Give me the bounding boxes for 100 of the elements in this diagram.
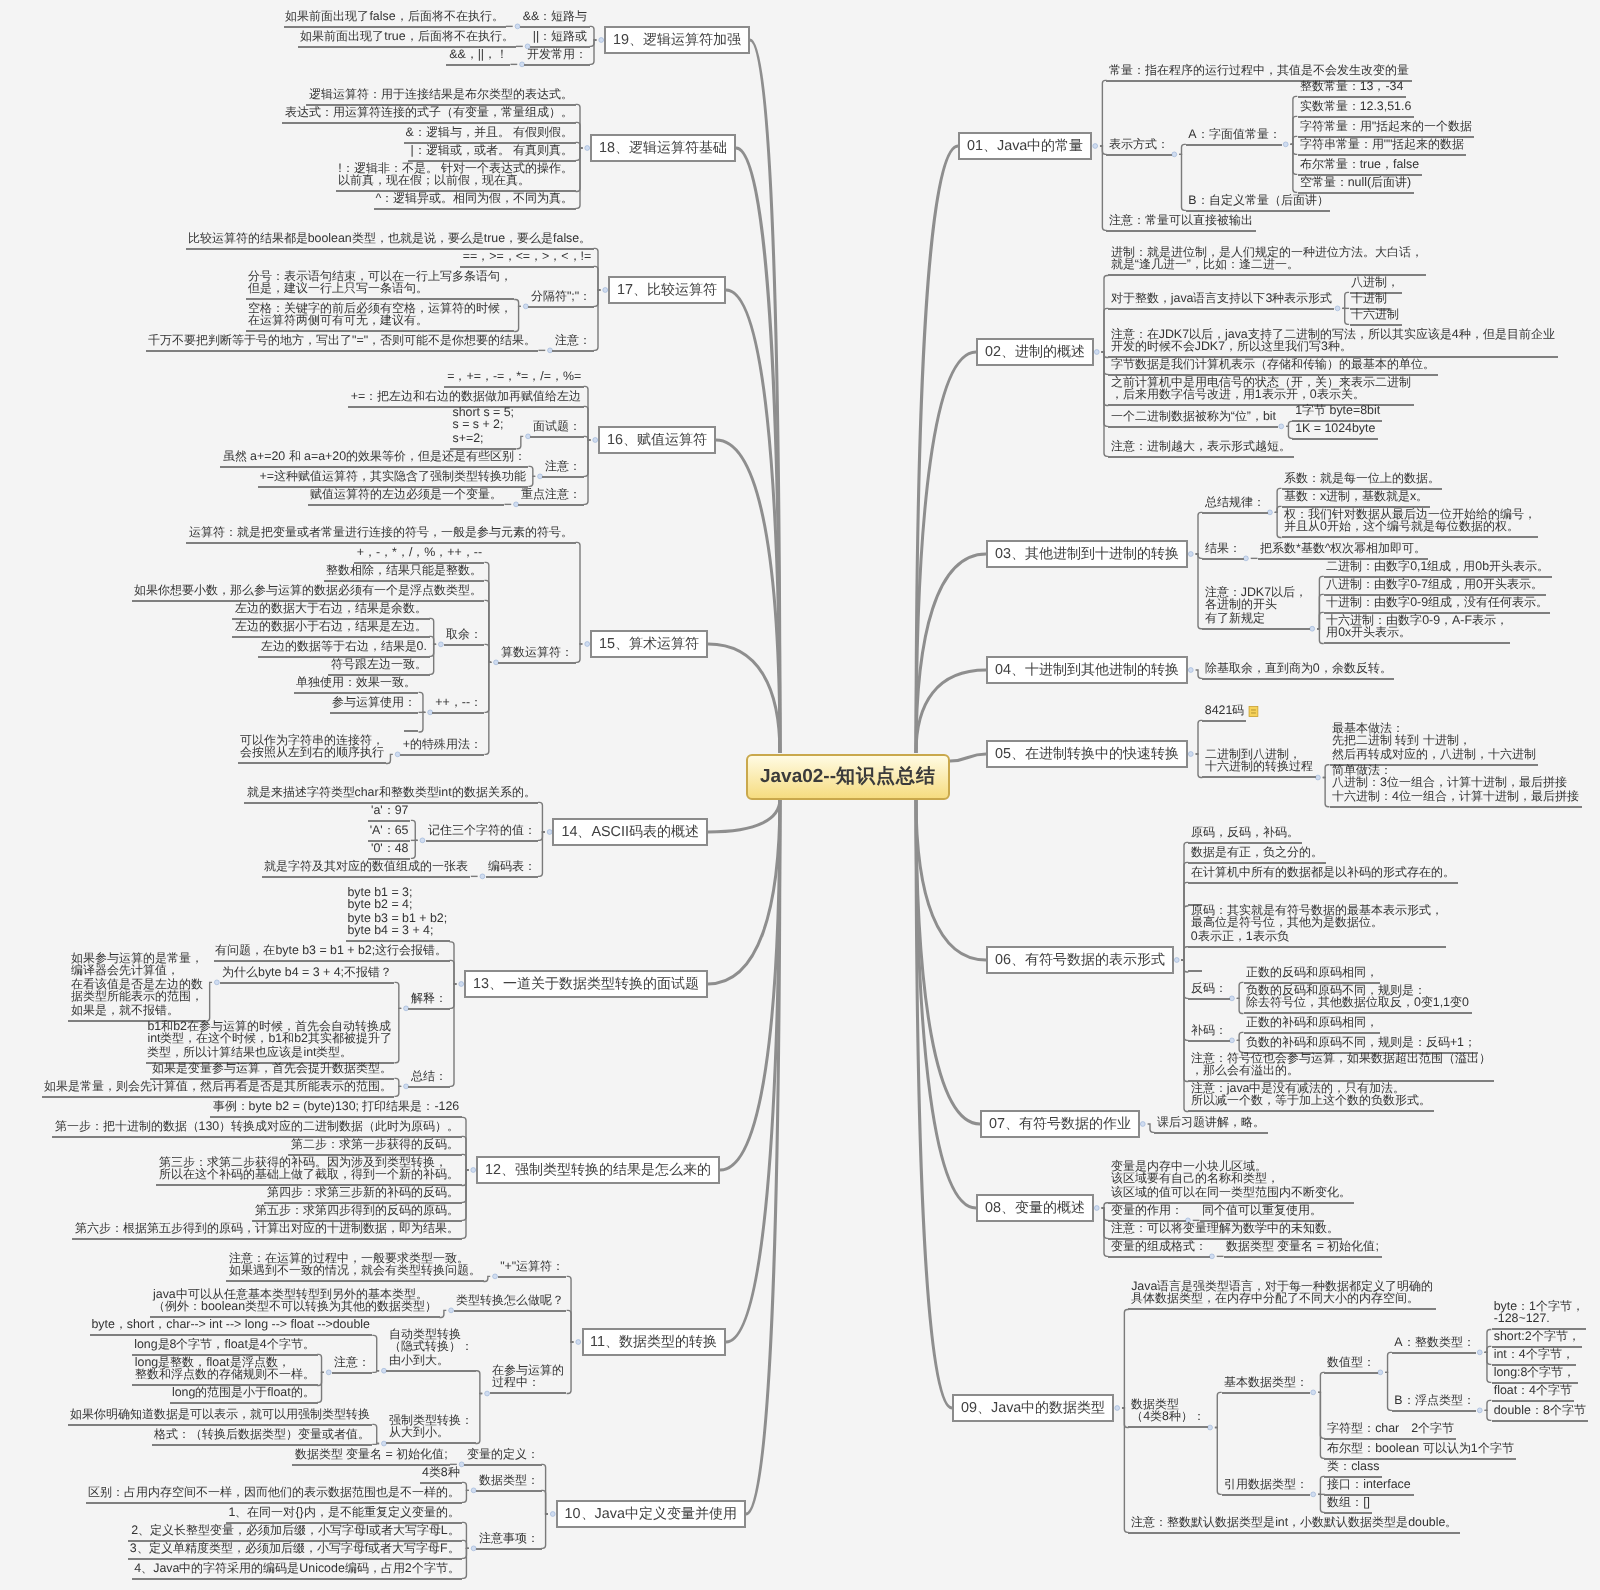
connector-line — [527, 475, 536, 488]
connector-line — [513, 305, 522, 333]
connector-line — [1317, 1371, 1326, 1394]
connector-line — [1178, 143, 1187, 156]
connector-line — [393, 1007, 402, 1064]
connector-line — [393, 981, 402, 1010]
connector-line — [1100, 351, 1110, 359]
connector-line — [1384, 1351, 1393, 1374]
branch-curve — [949, 752, 987, 763]
connector-line — [428, 635, 437, 646]
connector-line — [588, 39, 598, 66]
connector-line — [1100, 1202, 1110, 1209]
central-topic: Java02--知识点总结 — [745, 753, 950, 799]
connector-line — [1341, 307, 1350, 326]
connector-line — [1289, 135, 1298, 146]
connector-line — [582, 405, 592, 441]
connector-line — [371, 1423, 380, 1445]
branch-curve — [707, 798, 782, 834]
connector-line — [1178, 153, 1187, 212]
branch-curve — [748, 39, 782, 753]
connector-line — [540, 1489, 549, 1515]
connector-line — [460, 1169, 470, 1240]
connector-line — [588, 39, 598, 48]
connector-line — [1341, 307, 1350, 310]
connector-line — [316, 1371, 325, 1404]
connector-line — [448, 983, 458, 1088]
connector-line — [1121, 1308, 1130, 1409]
connector-line — [1285, 420, 1294, 428]
connector-line — [1214, 1426, 1223, 1496]
connector-line — [537, 349, 546, 352]
connector-line — [1099, 145, 1108, 232]
connector-line — [483, 643, 492, 664]
connector-line — [540, 1513, 549, 1550]
connector-line — [1289, 143, 1298, 194]
connector-line — [574, 541, 584, 645]
connector-line — [1483, 1351, 1493, 1384]
connector-line — [371, 1442, 380, 1446]
connector-line — [1100, 307, 1110, 353]
connector-line — [1099, 79, 1108, 147]
connector-line — [537, 831, 546, 878]
connector-line — [565, 1309, 575, 1343]
connector-line — [515, 435, 524, 450]
connector-line — [565, 1341, 575, 1395]
connector-line — [1250, 557, 1259, 560]
connector-line — [1194, 553, 1204, 630]
connector-line — [574, 643, 584, 664]
connector-line — [1316, 611, 1325, 630]
connector-line — [1100, 1207, 1110, 1258]
branch-curve — [914, 144, 959, 753]
connector-line — [474, 1392, 483, 1445]
connector-line — [417, 691, 427, 714]
connector-line — [461, 1539, 470, 1550]
connector-line — [1274, 505, 1283, 514]
connector-line — [537, 801, 546, 833]
connector-line — [448, 959, 458, 985]
connector-line — [1322, 776, 1331, 808]
connector-line — [449, 1463, 458, 1466]
connector-line — [505, 25, 514, 28]
connector-line — [460, 1153, 470, 1171]
connector-line — [474, 1370, 483, 1395]
connector-line — [461, 1481, 470, 1492]
connector-line — [482, 1275, 491, 1283]
connector-line — [1216, 1255, 1225, 1258]
connector-line — [1180, 946, 1190, 961]
connector-line — [1274, 511, 1283, 539]
connector-line — [1180, 959, 1190, 1113]
connector-line — [1194, 753, 1204, 779]
connector-line — [1322, 764, 1331, 779]
connector-line — [1316, 628, 1325, 645]
connector-line — [588, 25, 598, 41]
connector-line — [461, 1489, 470, 1504]
branch-curve — [914, 668, 987, 754]
connector-line — [470, 875, 479, 878]
connector-line — [410, 839, 419, 860]
connector-line — [1483, 1409, 1493, 1422]
connector-line — [1317, 1475, 1326, 1496]
connector-line — [417, 711, 427, 733]
connector-line — [410, 819, 419, 842]
connector-line — [316, 1353, 325, 1374]
connector-line — [574, 147, 584, 210]
connector-line — [1100, 351, 1110, 458]
connector-line — [503, 503, 512, 506]
connector-line — [417, 711, 427, 714]
connector-line — [509, 63, 518, 66]
connector-line — [1194, 553, 1204, 560]
connector-line — [483, 661, 492, 756]
connector-line — [582, 439, 592, 506]
connector-line — [1194, 719, 1204, 755]
connector-line — [1236, 1031, 1245, 1042]
branch-curve — [914, 350, 977, 753]
connector-line — [592, 265, 602, 291]
connector-line — [1192, 1219, 1201, 1222]
connector-line — [592, 289, 602, 352]
connector-line — [1146, 1123, 1156, 1134]
branch-curve — [914, 799, 953, 1410]
connector-line — [438, 1309, 447, 1319]
connector-line — [1236, 997, 1245, 1015]
connector-line — [527, 465, 536, 478]
connector-line — [1236, 981, 1245, 1000]
connector-line — [385, 753, 394, 765]
